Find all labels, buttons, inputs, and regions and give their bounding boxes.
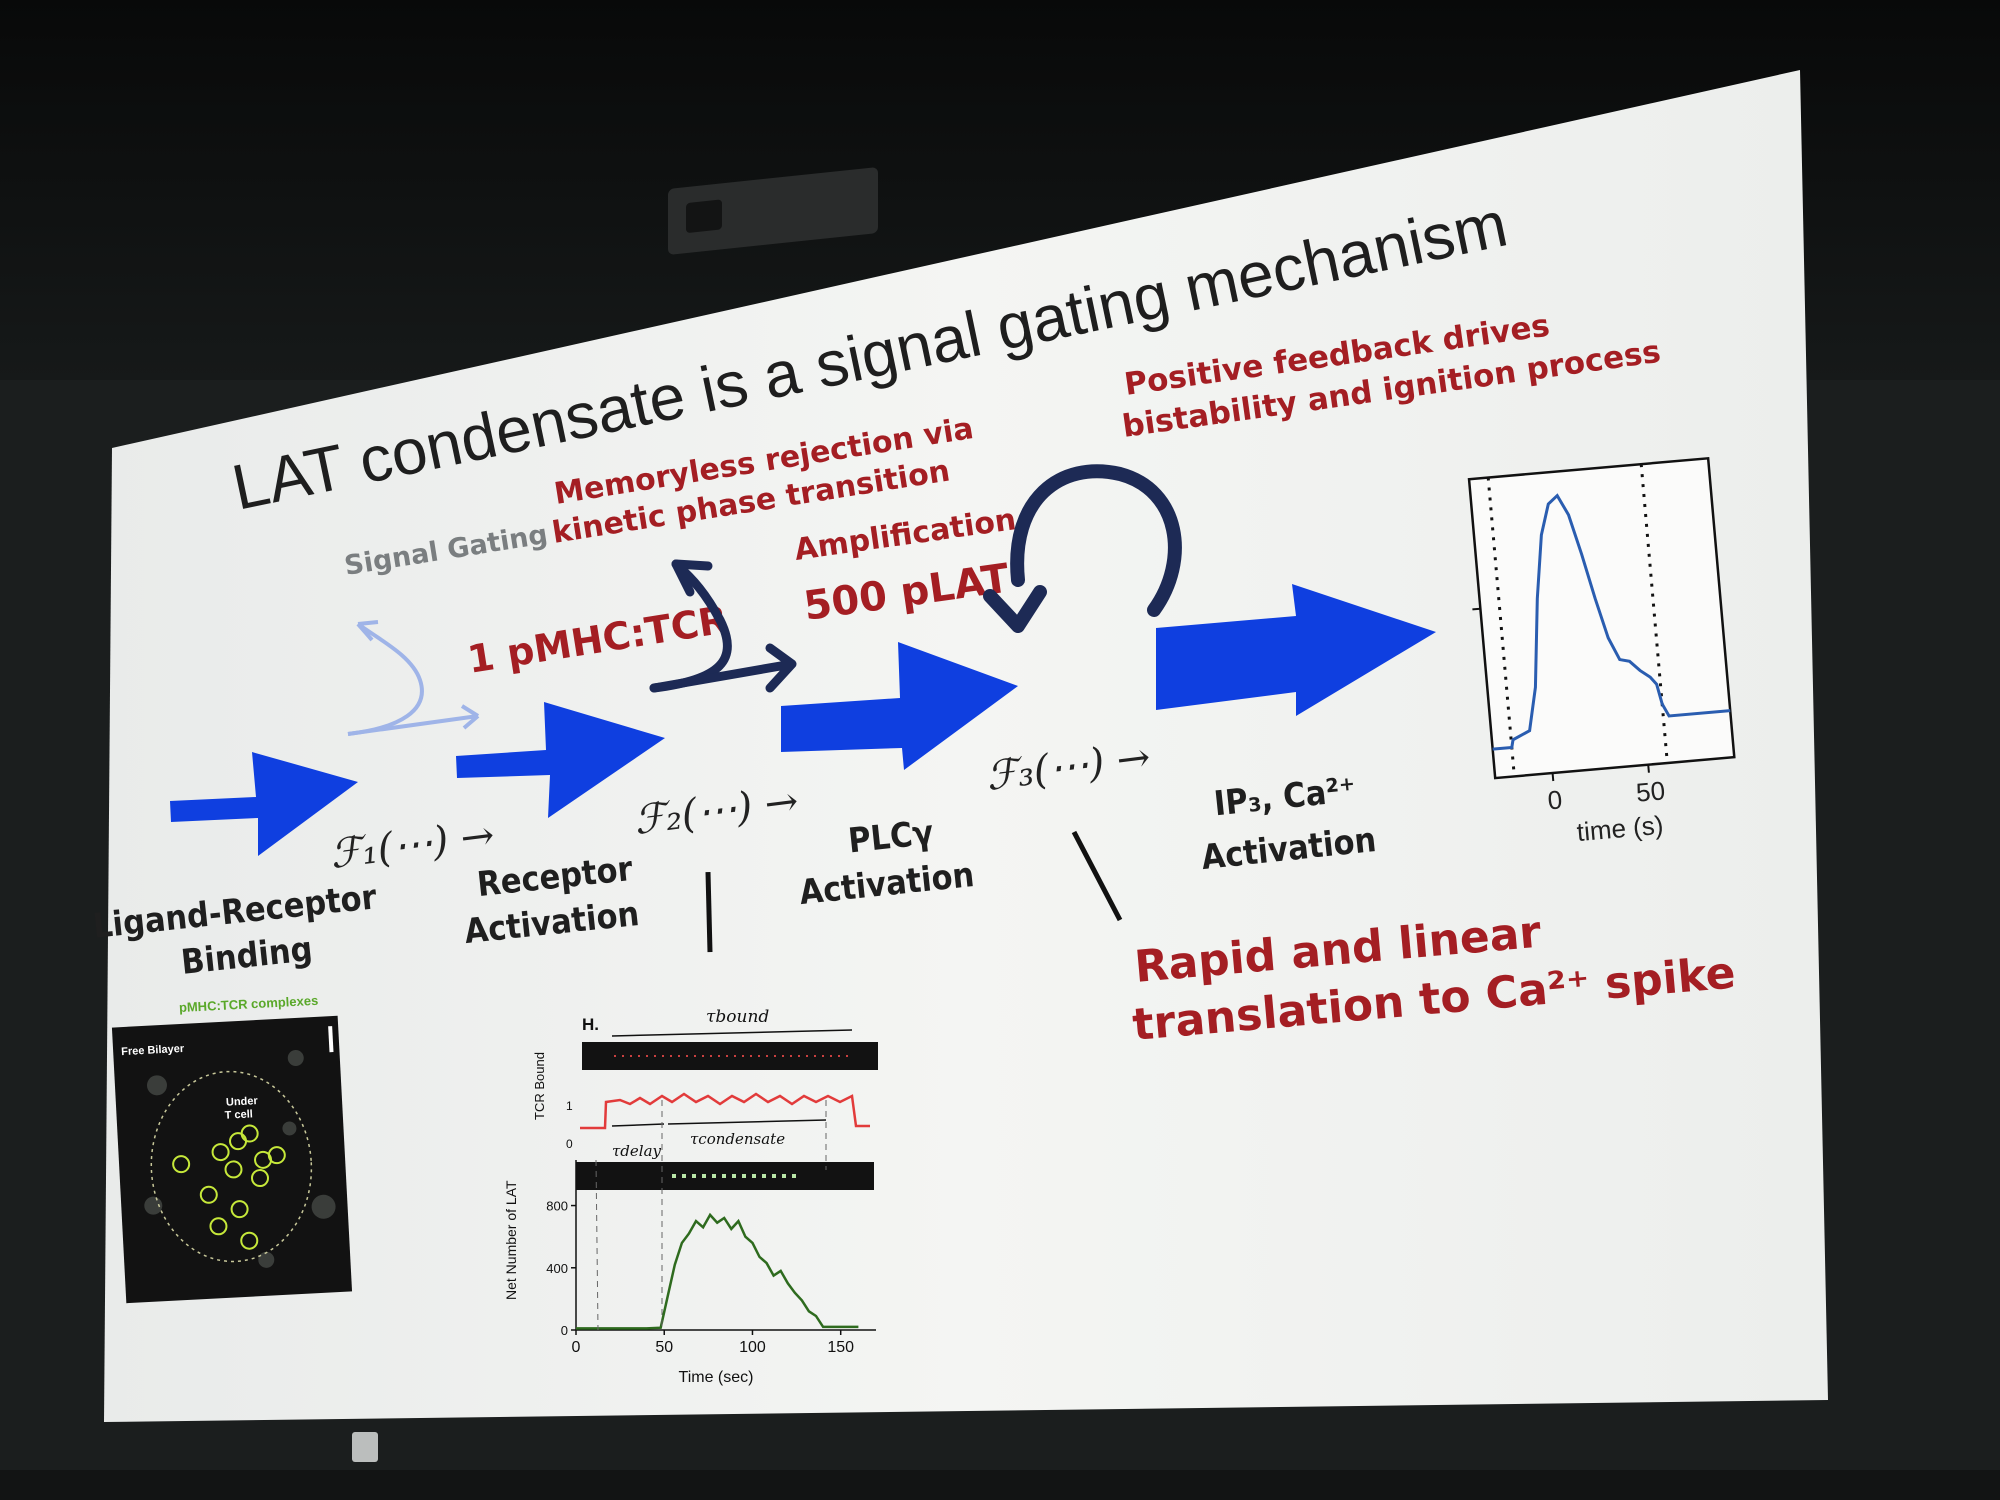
tcr-tick-1: 1: [566, 1099, 573, 1113]
lat-ytick-label: 800: [546, 1199, 568, 1214]
blue-arrow-2: [456, 702, 665, 818]
trace-panel: H. τbound TCR Bound 1 0 τdelay τcondensa…: [503, 1007, 878, 1386]
tau-bound-label: τbound: [706, 1007, 769, 1027]
calcium-dotted-start: [1486, 477, 1516, 777]
panel-letter: H.: [582, 1015, 599, 1034]
rejection-arrow: [649, 559, 797, 693]
under-tcell-line1: Under: [226, 1095, 259, 1109]
calcium-dotted-end: [1639, 464, 1669, 764]
flow-arrows: [170, 584, 1436, 856]
tcell-outline: [150, 1070, 313, 1263]
lat-xlabel: Time (sec): [679, 1369, 754, 1386]
calcium-xtick-mark: [1647, 764, 1650, 773]
calcium-xticks: 0 50: [1546, 764, 1666, 816]
tau-delay-label: τdelay: [612, 1142, 662, 1160]
tcr-tick-0: 0: [566, 1137, 573, 1151]
micrograph-noise: [144, 1050, 336, 1268]
floor-edge: [0, 1470, 2000, 1500]
rejection-head-up: [671, 559, 713, 597]
tcr-kymograph: [582, 1042, 878, 1070]
micrograph-panel: pMHC:TCR complexes Free Bilayer Under T …: [111, 993, 353, 1304]
feedback-head: [983, 585, 1047, 633]
stage3-line1: PLCγ: [846, 813, 935, 862]
calcium-y-tick: [1472, 607, 1481, 611]
lat-ylabel: Net Number of LAT: [503, 1180, 519, 1300]
tau-bound-bracket: [611, 1029, 853, 1037]
lat-plot: 0 400 800 0 50 100 150: [546, 1160, 876, 1356]
lat-xticks: 0 50 100 150: [572, 1330, 854, 1356]
tau-condensate-bracket: [667, 1119, 827, 1125]
lat-yticks: 0 400 800: [546, 1199, 576, 1338]
f2-connector-line: [705, 871, 713, 953]
scale-bar: [328, 1026, 334, 1053]
complex-circles: [172, 1124, 286, 1250]
lat-series-line: [576, 1212, 859, 1330]
feedback-curve: [1010, 464, 1182, 617]
tcr-ylabel: TCR Bound: [532, 1052, 547, 1120]
gating-curve: [347, 622, 424, 736]
under-tcell-line2: T cell: [224, 1108, 253, 1121]
lat-xtick-label: 0: [572, 1339, 581, 1356]
calcium-series-line: [1492, 493, 1731, 751]
blue-arrow-4: [1156, 584, 1436, 716]
micrograph-image: [111, 1015, 353, 1304]
lat-xtick-label: 50: [655, 1339, 673, 1356]
lat-ytick-label: 0: [561, 1323, 568, 1338]
wall-socket: [352, 1432, 378, 1462]
calcium-xtick-label: 0: [1546, 784, 1563, 815]
blue-arrow-1: [170, 752, 358, 856]
lat-xtick-label: 150: [827, 1339, 854, 1356]
gating-head-right: [347, 704, 480, 736]
lat-ytick-label: 400: [546, 1261, 568, 1276]
tcr-bound-trace: [580, 1092, 870, 1130]
calcium-xtick-label: 50: [1635, 775, 1666, 807]
blue-arrow-3: [781, 642, 1018, 770]
signal-gating-arrow: [347, 620, 480, 736]
tau-condensate-label: τcondensate: [690, 1130, 785, 1148]
calcium-xtick-mark: [1551, 772, 1555, 782]
lat-xtick-label: 100: [739, 1339, 766, 1356]
tau-delay-bracket: [611, 1123, 665, 1127]
feedback-loop-arrow: [983, 464, 1182, 633]
f3-connector-line: [1071, 830, 1123, 922]
micrograph-title: pMHC:TCR complexes: [179, 993, 319, 1015]
gating-head-up: [356, 620, 379, 642]
slide-surface: [104, 70, 1828, 1422]
rejection-head-right: [649, 643, 797, 693]
free-bilayer-label: Free Bilayer: [121, 1043, 185, 1058]
